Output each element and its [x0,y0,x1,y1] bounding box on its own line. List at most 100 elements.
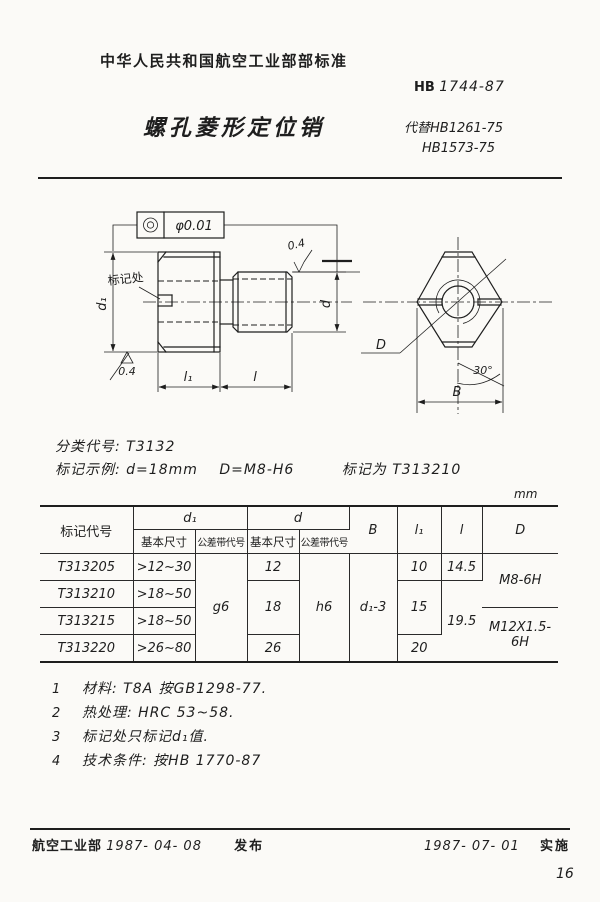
footer-impl-action: 实施 [539,839,570,854]
col-header-d1-tol: 公差带代号 [195,529,248,554]
table-row: T313210 >18~50 18 15 19.5 [40,580,558,663]
note-text: 技术条件: 按HB 1770-87 [82,753,262,769]
col-header-d-tol: 公差带代号 [299,529,350,554]
thread-D-callout: D [361,258,507,354]
note-number: 1 [52,682,62,697]
marking-place-label: 标记处 [107,270,144,288]
class-label: 分类代号: [55,439,121,455]
example-d-value: d=18mm [126,462,198,478]
note-number: 4 [52,754,62,769]
note-number: 2 [52,706,62,721]
cell-d1-tol: g6 [195,553,248,663]
cell-d-basic: 12 [247,553,300,581]
replaces-label: 代替 [404,121,431,136]
cell-B: d₁-3 [349,553,398,663]
dimension-d1: d₁ [95,251,157,353]
note-line: 1 材料: T8A 按GB1298-77. [52,678,267,698]
footer-issuer: 航空工业部 [32,839,103,854]
roughness-mark-top: 0.4 [286,236,360,273]
cell-d1-basic: >18~50 [133,607,196,635]
table-row: T313215 >18~50 M12X1.5-6H [40,607,559,663]
cell-l: 14.5 [441,553,483,581]
cell-l1: 20 [397,634,442,663]
cell-mark: T313205 [40,553,134,581]
note-line: 3 标记处只标记d₁值. [52,726,209,746]
replaces-std-1: HB1261-75 [430,121,504,136]
roughness-top-label: 0.4 [286,236,306,252]
d-dimension-label: d [319,299,334,308]
example-D-value: D=M8-H6 [219,462,295,478]
col-header-d1-basic: 基本尺寸 [133,529,196,554]
note-text: 标记处只标记d₁值. [82,729,209,745]
tolerance-value-label: φ0.01 [175,219,213,234]
cell-l1: 10 [397,553,442,581]
col-header-d1: d₁ [133,506,248,530]
header-divider [38,177,562,179]
table-row: T313220 >26~80 26 20 [40,634,558,663]
footer-issue: 航空工业部 1987- 04- 08 发布 [32,835,264,854]
cell-mark: T313220 [40,634,134,663]
org-title: 中华人民共和国航空工业部部标准 [100,52,348,70]
roughness-bottom-label: 0.4 [118,365,136,378]
note-line: 2 热处理: HRC 53~58. [52,702,234,722]
angle-label: 30° [473,364,493,377]
roughness-mark-bottom: 0.4 [109,351,136,381]
dimension-l1-l: l₁ l [157,333,293,392]
l-dimension-label: l [253,370,257,385]
designation-example-line: 标记示例: d=18mm D=M8-H6 标记为 T313210 [55,459,461,479]
example-label: 标记示例: [55,462,121,478]
D-dimension-label: D [376,338,386,353]
footer-impl-date: 1987- 07- 01 [424,839,520,854]
replaces-line-1: 代替HB1261-75 [404,117,503,136]
cell-d1-basic: >12~30 [133,553,196,581]
col-header-B: B [349,506,398,554]
example-mark-code: T313210 [392,462,462,478]
marking-notch [157,294,173,307]
l1-dimension-label: l₁ [184,370,193,385]
end-view-diamond [363,237,553,414]
marking-place-callout: 标记处 [107,270,161,300]
cell-mark: T313215 [40,607,134,635]
page-title: 螺孔菱形定位销 [143,116,326,141]
cell-d-basic: 26 [247,634,300,663]
cell-d1-basic: >26~80 [133,634,196,663]
B-dimension-label: B [453,385,462,400]
note-text: 材料: T8A 按GB1298-77. [82,681,268,697]
standard-number-value: 1744-87 [439,79,505,95]
cell-D: M8-6H [482,553,559,608]
example-mark-label: 标记为 [341,462,387,478]
technical-drawing: φ0.01 [95,211,553,414]
cell-d-basic: 18 [247,580,300,635]
side-view-shaft [143,271,352,333]
classification-line: 分类代号: T3132 [55,436,175,456]
col-header-l: l [441,506,483,554]
footer-divider [30,828,570,830]
cell-d1-basic: >18~50 [133,580,196,608]
col-header-d-basic: 基本尺寸 [247,529,300,554]
d1-dimension-label: d₁ [95,297,110,310]
col-header-d: d [247,506,350,530]
cell-D: M12X1.5-6H [482,607,559,663]
concentricity-icon [143,217,158,233]
standard-number: HB 1744-87 [414,79,505,95]
footer-issue-date: 1987- 04- 08 [106,839,202,854]
dimension-d: d [293,271,346,333]
col-header-D: D [482,506,559,554]
class-code: T3132 [126,439,176,455]
cell-d-tol: h6 [299,553,350,663]
note-text: 热处理: HRC 53~58. [82,705,235,721]
specification-table: 标记代号 d₁ d B l₁ l D 基本尺寸 公差带代号 基本尺寸 公差带代号… [40,505,559,663]
note-number: 3 [52,730,62,745]
table-row: T313205 >12~30 g6 12 h6 d₁-3 10 14.5 M8-… [40,553,559,663]
note-line: 4 技术条件: 按HB 1770-87 [52,750,261,770]
angle-annotation: 30° [456,362,505,387]
cell-mark: T313210 [40,580,134,608]
replaces-std-2: HB1573-75 [422,141,496,156]
footer-issue-action: 发布 [234,839,265,854]
col-header-l1: l₁ [397,506,442,554]
dimension-B: B [416,308,504,413]
cell-l: 19.5 [441,580,483,663]
table-unit-label: mm [514,487,538,501]
standard-prefix: HB [414,80,435,95]
